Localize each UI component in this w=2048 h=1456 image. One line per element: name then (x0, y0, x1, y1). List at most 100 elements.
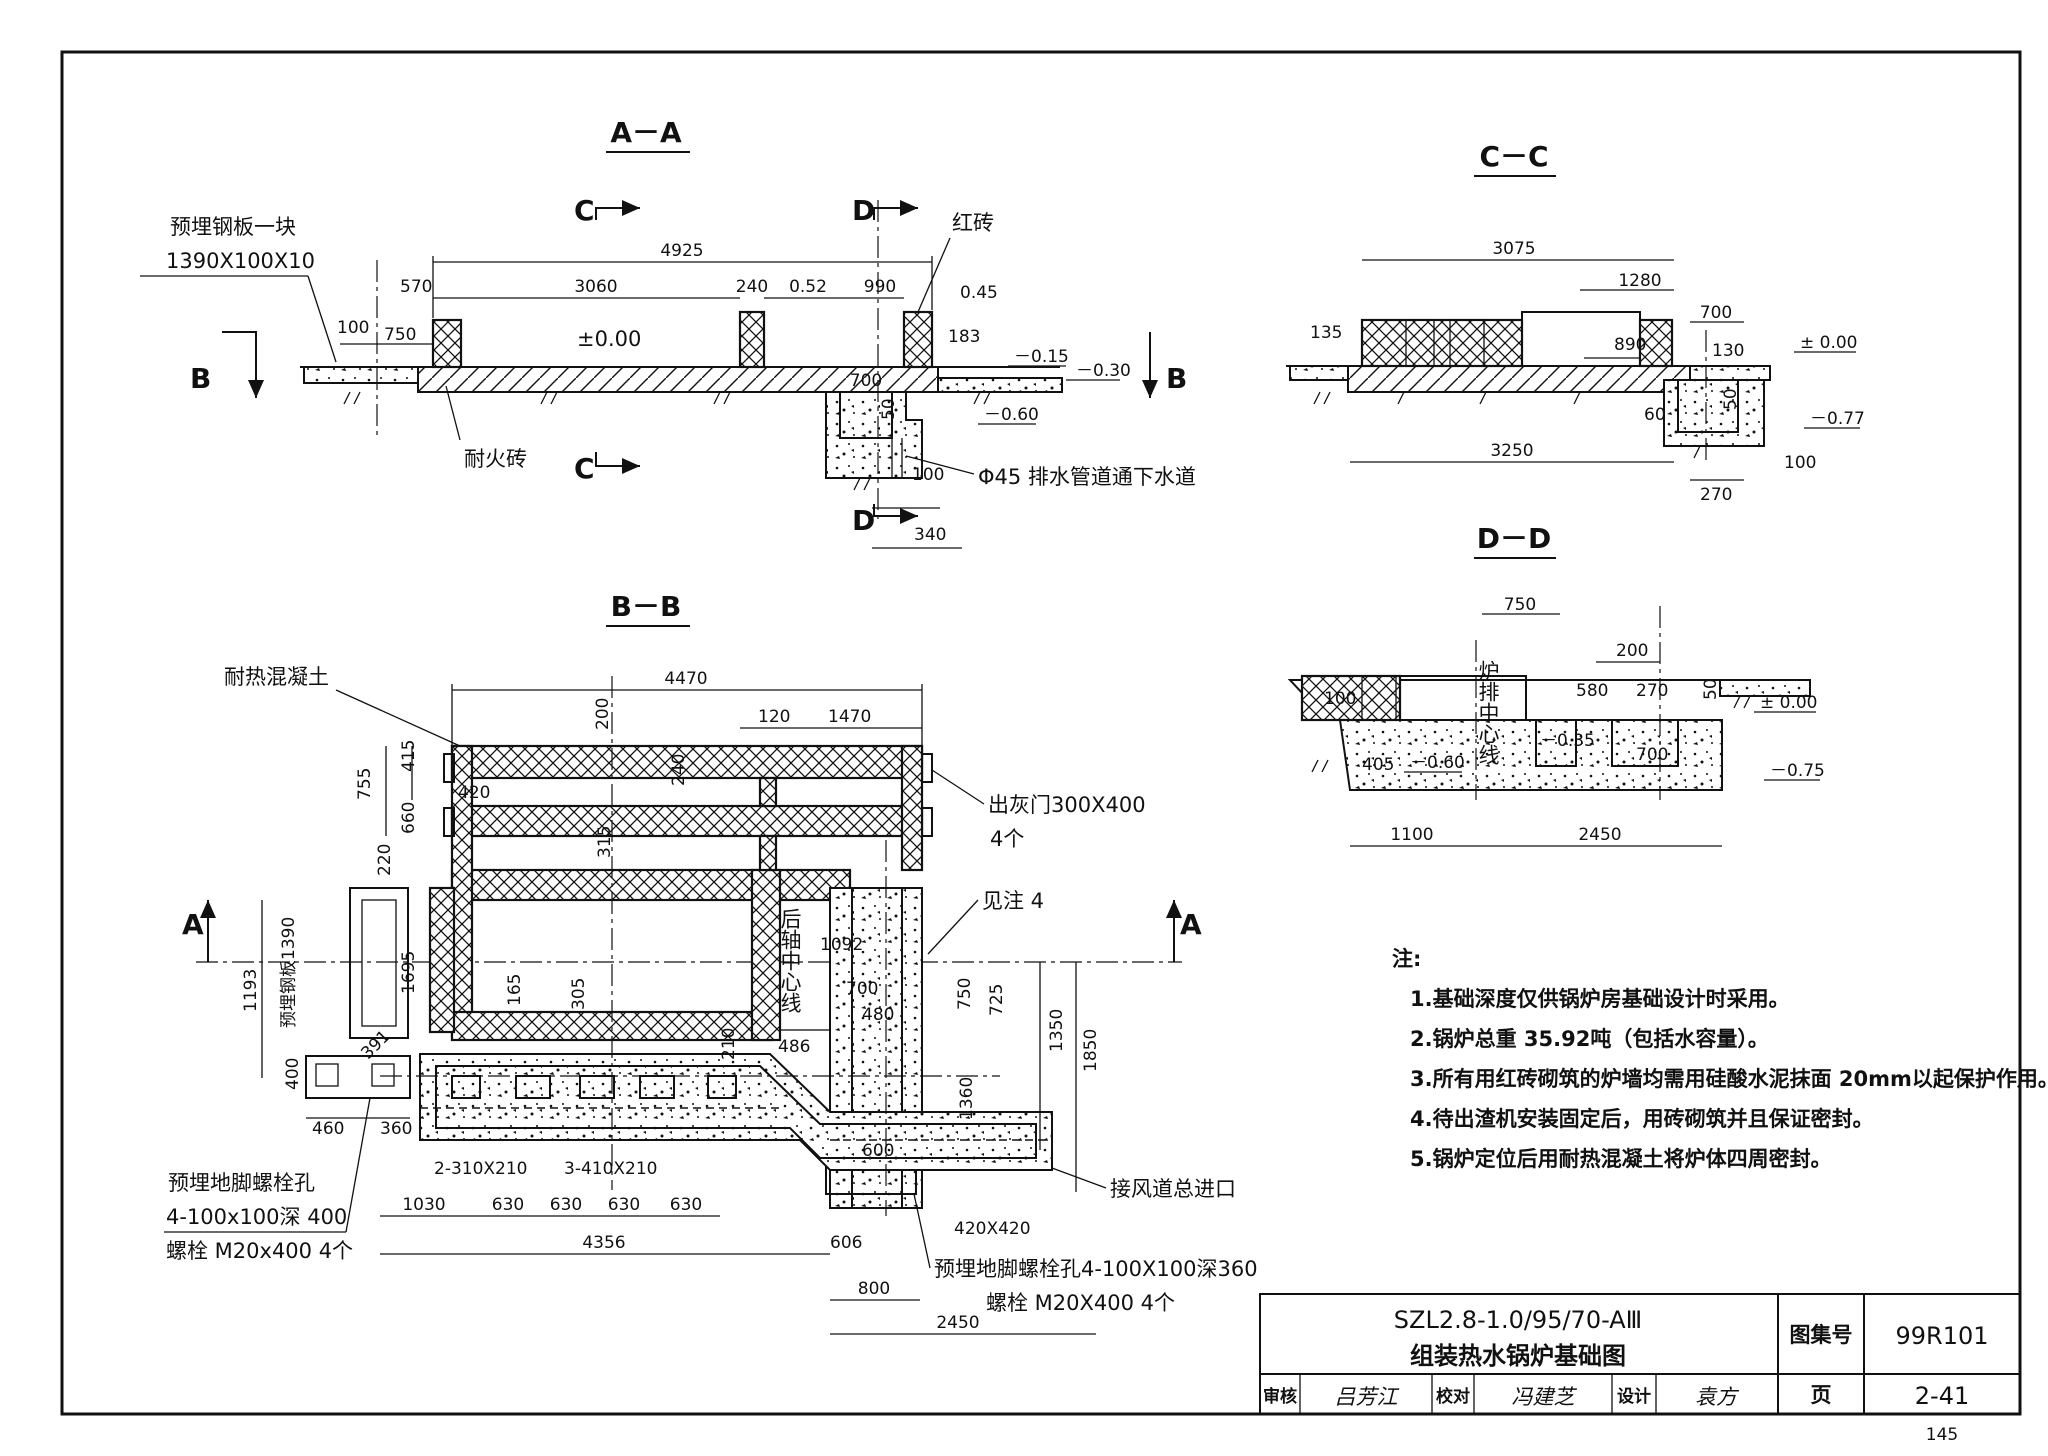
sheet-number: 145 (1926, 1425, 1958, 1445)
svg-text:1193: 1193 (241, 969, 261, 1012)
svg-text:2450: 2450 (936, 1313, 979, 1333)
svg-text:420: 420 (458, 783, 490, 803)
fire-brick-label: 耐火砖 (464, 447, 527, 471)
svg-text:391: 391 (357, 1026, 394, 1063)
svg-text:± 0.00: ± 0.00 (1760, 693, 1818, 713)
bolt-hole2-label: 预埋地脚螺栓孔4-100X100深360 (934, 1257, 1258, 1281)
svg-text:460: 460 (312, 1119, 344, 1139)
svg-text:800: 800 (858, 1279, 890, 1299)
ash-door-label: 出灰门300X400 (988, 793, 1146, 817)
check-sign: 冯建芝 (1512, 1385, 1578, 1409)
svg-text:1850: 1850 (1081, 1029, 1101, 1072)
svg-text:100: 100 (1784, 453, 1816, 473)
note-1: 1.基础深度仅供锅炉房基础设计时采用。 (1410, 987, 1790, 1011)
cut-d-top: D (852, 194, 875, 227)
svg-text:480: 480 (862, 1005, 894, 1025)
title-line2: 组装热水锅炉基础图 (1410, 1342, 1626, 1370)
svg-text:750: 750 (955, 978, 975, 1010)
svg-text:486: 486 (778, 1037, 810, 1057)
svg-text:3060: 3060 (574, 277, 617, 297)
svg-text:700: 700 (850, 371, 882, 391)
svg-text:0.52: 0.52 (789, 277, 827, 297)
svg-text:340: 340 (914, 525, 946, 545)
page-number: 2-41 (1915, 1382, 1969, 1410)
section-aa: A－A C D C D B B (140, 116, 1196, 549)
svg-text:990: 990 (864, 277, 896, 297)
check-label: 校对 (1436, 1386, 1470, 1407)
svg-text:1695: 1695 (399, 951, 419, 994)
page-label: 页 (1811, 1383, 1832, 1407)
svg-text:120: 120 (758, 707, 790, 727)
cut-d-bottom: D (852, 504, 875, 537)
see-note4-label: 见注 4 (982, 889, 1044, 913)
red-brick-label: 红砖 (952, 211, 994, 235)
sheet-border (60, 50, 2022, 1416)
svg-text:725: 725 (987, 984, 1007, 1016)
svg-text:200: 200 (1616, 641, 1648, 661)
title-block: SZL2.8-1.0/95/70-AⅢ 组装热水锅炉基础图 图集号 99R101… (1259, 1293, 2021, 1445)
svg-text:60: 60 (1644, 405, 1666, 425)
section-dd-title: D－D (1477, 522, 1552, 555)
svg-text:± 0.00: ± 0.00 (1800, 333, 1858, 353)
svg-text:415: 415 (399, 740, 419, 772)
heat-concrete-label: 耐热混凝土 (224, 665, 329, 689)
design-label: 设计 (1617, 1386, 1651, 1407)
svg-text:4470: 4470 (664, 669, 707, 689)
section-cc-title: C－C (1479, 140, 1548, 173)
svg-text:700: 700 (846, 979, 878, 999)
svg-text:3250: 3250 (1490, 441, 1533, 461)
svg-text:1280: 1280 (1618, 271, 1661, 291)
svg-text:100: 100 (337, 318, 369, 338)
cut-c-bottom: C (574, 452, 595, 485)
notes-heading: 注: (1392, 947, 1421, 971)
svg-text:1360: 1360 (957, 1077, 977, 1120)
svg-text:50: 50 (879, 398, 899, 420)
svg-text:660: 660 (399, 802, 419, 834)
atlas-label: 图集号 (1790, 1323, 1853, 1347)
svg-text:750: 750 (1504, 595, 1536, 615)
svg-text:630: 630 (608, 1195, 640, 1215)
cut-a-left: A (182, 908, 204, 941)
svg-text:1092: 1092 (820, 935, 863, 955)
atlas-number: 99R101 (1895, 1322, 1988, 1350)
svg-text:3075: 3075 (1492, 239, 1535, 259)
svg-text:100: 100 (1324, 689, 1356, 709)
bolt2-label: 螺栓 M20X400 4个 (986, 1291, 1175, 1315)
svg-text:570: 570 (400, 277, 432, 297)
svg-text:360: 360 (380, 1119, 412, 1139)
svg-text:630: 630 (550, 1195, 582, 1215)
svg-text:220: 220 (375, 844, 395, 876)
svg-text:700: 700 (1700, 303, 1732, 323)
section-dd: D－D 炉排中心线 750 200 50 ± 0.00 100 580 270 … (1287, 522, 1825, 847)
svg-text:135: 135 (1310, 323, 1342, 343)
svg-text:－0.77: －0.77 (1810, 409, 1865, 429)
svg-text:1100: 1100 (1390, 825, 1433, 845)
svg-text:2450: 2450 (1578, 825, 1621, 845)
svg-text:630: 630 (492, 1195, 524, 1215)
svg-text:1470: 1470 (828, 707, 871, 727)
drain-label: Φ45 排水管道通下水道 (978, 465, 1196, 489)
review-sign: 吕芳江 (1335, 1385, 1400, 1409)
size420-label: 420X420 (954, 1219, 1031, 1239)
cut-b-right: B (1166, 362, 1187, 395)
svg-text:890: 890 (1614, 335, 1646, 355)
svg-text:4356: 4356 (582, 1233, 625, 1253)
embedded-plate-label: 预埋钢板1390 (279, 917, 299, 1028)
svg-text:755: 755 (355, 768, 375, 800)
design-sign: 袁方 (1695, 1385, 1740, 1409)
svg-text:606: 606 (830, 1233, 862, 1253)
svg-text:183: 183 (948, 327, 980, 347)
svg-text:130: 130 (1712, 341, 1744, 361)
svg-text:200: 200 (593, 698, 613, 730)
svg-text:50: 50 (1701, 678, 1721, 700)
svg-text:750: 750 (384, 325, 416, 345)
section-cc: C－C 3075 1280 700 ± 0.00 135 890 130 60 … (1286, 140, 1865, 505)
svg-text:405: 405 (1362, 755, 1394, 775)
note-5: 5.锅炉定位后用耐热混凝土将炉体四周密封。 (1410, 1147, 1832, 1171)
note-2: 2.锅炉总重 35.92吨（包括水容量）。 (1410, 1027, 1769, 1051)
ash-door-qty: 4个 (990, 827, 1024, 851)
section-bb: B－B A A (164, 590, 1258, 1335)
note-3: 3.所有用红砖砌筑的炉墙均需用硅酸水泥抹面 20mm以起保护作用。 (1410, 1067, 2048, 1091)
